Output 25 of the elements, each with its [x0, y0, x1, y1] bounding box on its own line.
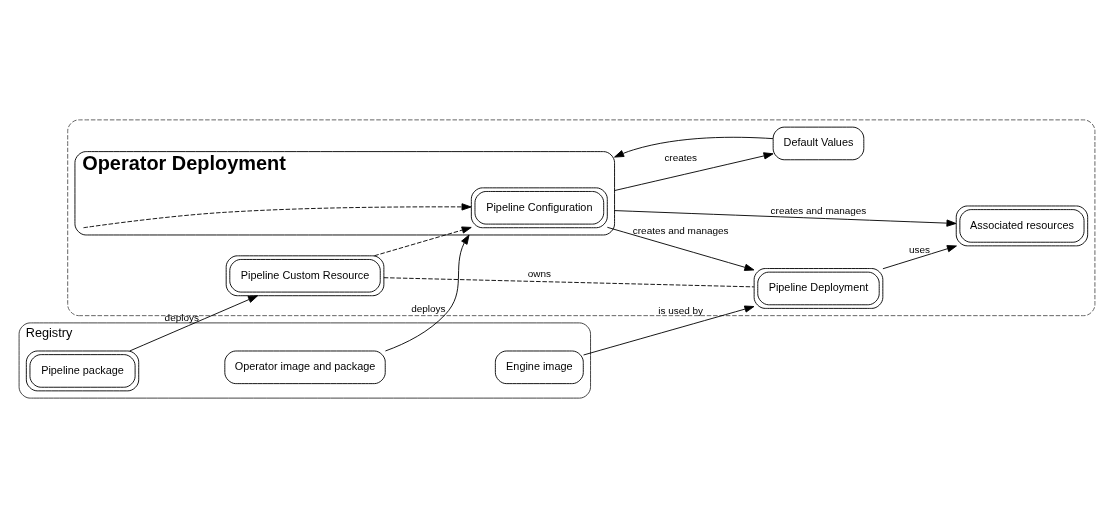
arrow [583, 305, 755, 356]
arrow [614, 152, 774, 191]
arrow [374, 226, 472, 257]
node-box: Default Values [772, 126, 865, 161]
edge-label: is used by [658, 304, 704, 316]
arrow [614, 210, 957, 227]
edge-label: deploys [411, 302, 446, 314]
arrow [606, 226, 755, 271]
arrow [882, 245, 957, 270]
arrow [384, 234, 470, 352]
node-box: Associated resources [955, 205, 1089, 247]
connector [383, 277, 755, 288]
edge-label: creates and manages [770, 204, 867, 216]
arrow [129, 295, 258, 352]
node-box: Engine image [494, 350, 584, 385]
node-box: Operator image and package [224, 350, 386, 385]
edge-label: creates [664, 152, 698, 164]
node-box: Pipeline package [25, 350, 140, 392]
edge-label: uses [909, 243, 931, 255]
edge-label: owns [527, 268, 551, 280]
arrow [614, 136, 774, 158]
edge-label: deploys [164, 311, 199, 323]
edge-label: creates and manages [632, 224, 729, 236]
node-box: Pipeline Custom Resource [225, 255, 385, 297]
arrow [83, 203, 472, 229]
